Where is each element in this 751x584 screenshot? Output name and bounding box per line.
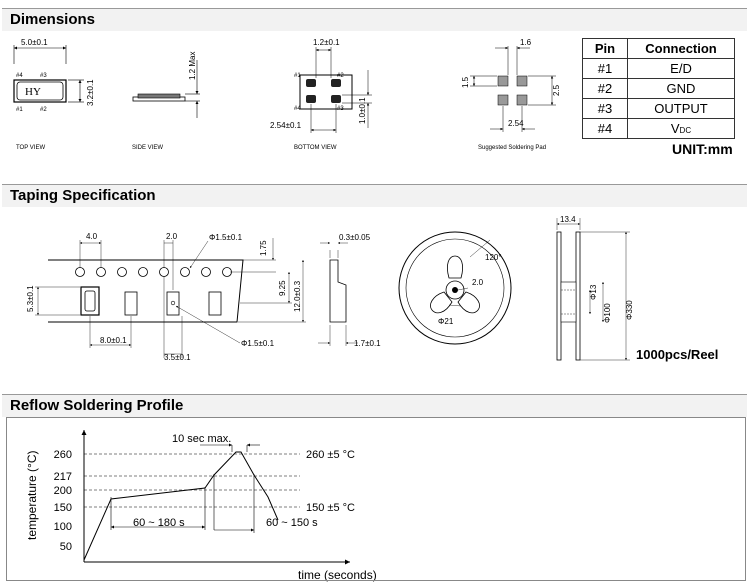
bottom-pad-width: 1.2±0.1 [313,38,340,47]
side-view: 1.2 Max SIDE VIEW [132,52,200,151]
d925: 9.25 [278,280,287,296]
hole-pitch: 4.0 [86,232,98,241]
top-lid [16,81,64,101]
tape-drawing: 4.0 2.0 Φ1.5±0.1 1.75 9.25 12.0±0.3 5.3±… [26,232,306,362]
top-view-caption: TOP VIEW [16,145,45,151]
y-tick-260: 260 [54,449,72,461]
pad-caption: Suggested Soldering Pad [478,145,546,151]
top-view: 5.0±0.1 HY #4 #3 #1 #2 3.2±0.1 TOP VIEW [13,38,95,151]
connection-cell: E/D [627,58,735,79]
y-tick-217: 217 [54,471,72,483]
reflow-chart: 260 217 200 150 100 50 temperature (°C) … [25,430,377,582]
d175: 1.75 [259,240,268,256]
pin-cell: #1 [582,58,628,79]
reel-d100: Φ100 [603,303,612,323]
thickness: 0.3±0.05 [339,233,371,242]
side-max-label: 1.2 Max [188,52,197,80]
bottom-view: #1 #2 #4 #3 1.2±0.1 1.0±0.1 2.54±0.1 BOT… [270,38,372,151]
depth: 1.7±0.1 [354,339,381,348]
preheat-temp: 150 ±5 °C [306,502,355,514]
reel-d20: 2.0 [472,278,484,287]
bottom-pad-height: 1.0±0.1 [358,97,367,124]
bottom-pin3: #3 [337,106,344,112]
top-pin4: #4 [16,73,23,79]
y-tick-50: 50 [60,541,72,553]
reel-side: 13.4 Φ13 Φ100 Φ330 [556,215,634,361]
top-height-label: 3.2±0.1 [86,79,95,106]
table-row: #3 OUTPUT [582,98,735,119]
tape-width: 12.0±0.3 [293,280,302,312]
reflow-section-bar: Reflow Soldering Profile [2,394,747,417]
bottom-view-caption: BOTTOM VIEW [294,145,337,151]
profile-curve [83,451,279,561]
pin-cell: #2 [582,78,628,99]
top-pin1: #1 [16,107,23,113]
reel-angle: 120° [485,253,502,262]
table-row: #4 VDC [582,118,735,139]
pad-h-label: 1.5 [461,76,470,88]
pocket-h: 5.3±0.1 [26,285,35,312]
marking-text: HY [25,86,41,98]
dimensions-section-bar: Dimensions [2,8,747,31]
top-pin2: #2 [40,107,47,113]
pad-vpitch-label: 2.5 [552,84,561,96]
y-tick-100: 100 [54,521,72,533]
reel-d13: Φ13 [589,284,598,300]
bottom-pin2: #2 [337,73,344,79]
connection-header: Connection [627,38,735,59]
bottom-pitch: 2.54±0.1 [270,121,302,130]
taping-title: Taping Specification [10,187,156,204]
pin-cell: #3 [582,98,628,119]
unit-label: UNIT:mm [672,141,733,157]
d35: 3.5±0.1 [164,353,191,362]
taping-section-bar: Taping Specification [2,184,747,207]
hole-offset: 2.0 [166,232,178,241]
reel-d330: Φ330 [625,300,634,320]
table-row: #2 GND [582,78,735,99]
side-view-caption: SIDE VIEW [132,145,163,151]
pin-header: Pin [582,38,628,59]
top-width-label: 5.0±0.1 [21,38,48,47]
pad-hpitch-label: 2.54 [508,119,524,128]
vdc-sub: DC [679,126,692,135]
reel-w: 13.4 [560,215,576,224]
dimensions-title: Dimensions [10,11,96,28]
solder-pad: 1.6 1.5 2.5 2.54 Suggested Soldering Pad [461,38,561,151]
reel-hub: Φ21 [438,317,454,326]
connection-cell: OUTPUT [627,98,735,119]
vdc-main: V [670,121,680,136]
bottom-pin1: #1 [294,73,301,79]
pad-w-label: 1.6 [520,38,532,47]
pockets [80,286,222,316]
y-axis-label: temperature (°C) [25,451,39,541]
pin-cell: #4 [582,118,628,139]
tape-section: 0.3±0.05 1.7±0.1 [318,233,381,348]
peak-time: 10 sec max. [172,433,231,445]
y-tick-150: 150 [54,502,72,514]
liquid-time: 60 ~ 150 s [266,517,318,529]
hole-dia2: Φ1.5±0.1 [241,339,275,348]
reflow-frame [6,417,746,581]
pocket-pitch: 8.0±0.1 [100,336,127,345]
reel-front: 120° 2.0 Φ21 [398,231,512,345]
connection-cell: VDC [627,118,735,139]
sprocket-holes [75,267,232,277]
preheat-time: 60 ~ 180 s [133,517,185,529]
connection-cell: GND [627,78,735,99]
x-axis-label: time (seconds) [298,568,377,582]
top-pin3: #3 [40,73,47,79]
pin-table: Pin Connection #1 E/D #2 GND #3 OUTPUT #… [582,38,735,139]
peak-temp: 260 ±5 °C [306,449,355,461]
reflow-title: Reflow Soldering Profile [10,397,184,414]
hole-dia: Φ1.5±0.1 [209,233,243,242]
table-row: #1 E/D [582,58,735,79]
y-tick-200: 200 [54,485,72,497]
bottom-pin4: #4 [294,106,301,112]
reel-quantity: 1000pcs/Reel [636,347,719,362]
